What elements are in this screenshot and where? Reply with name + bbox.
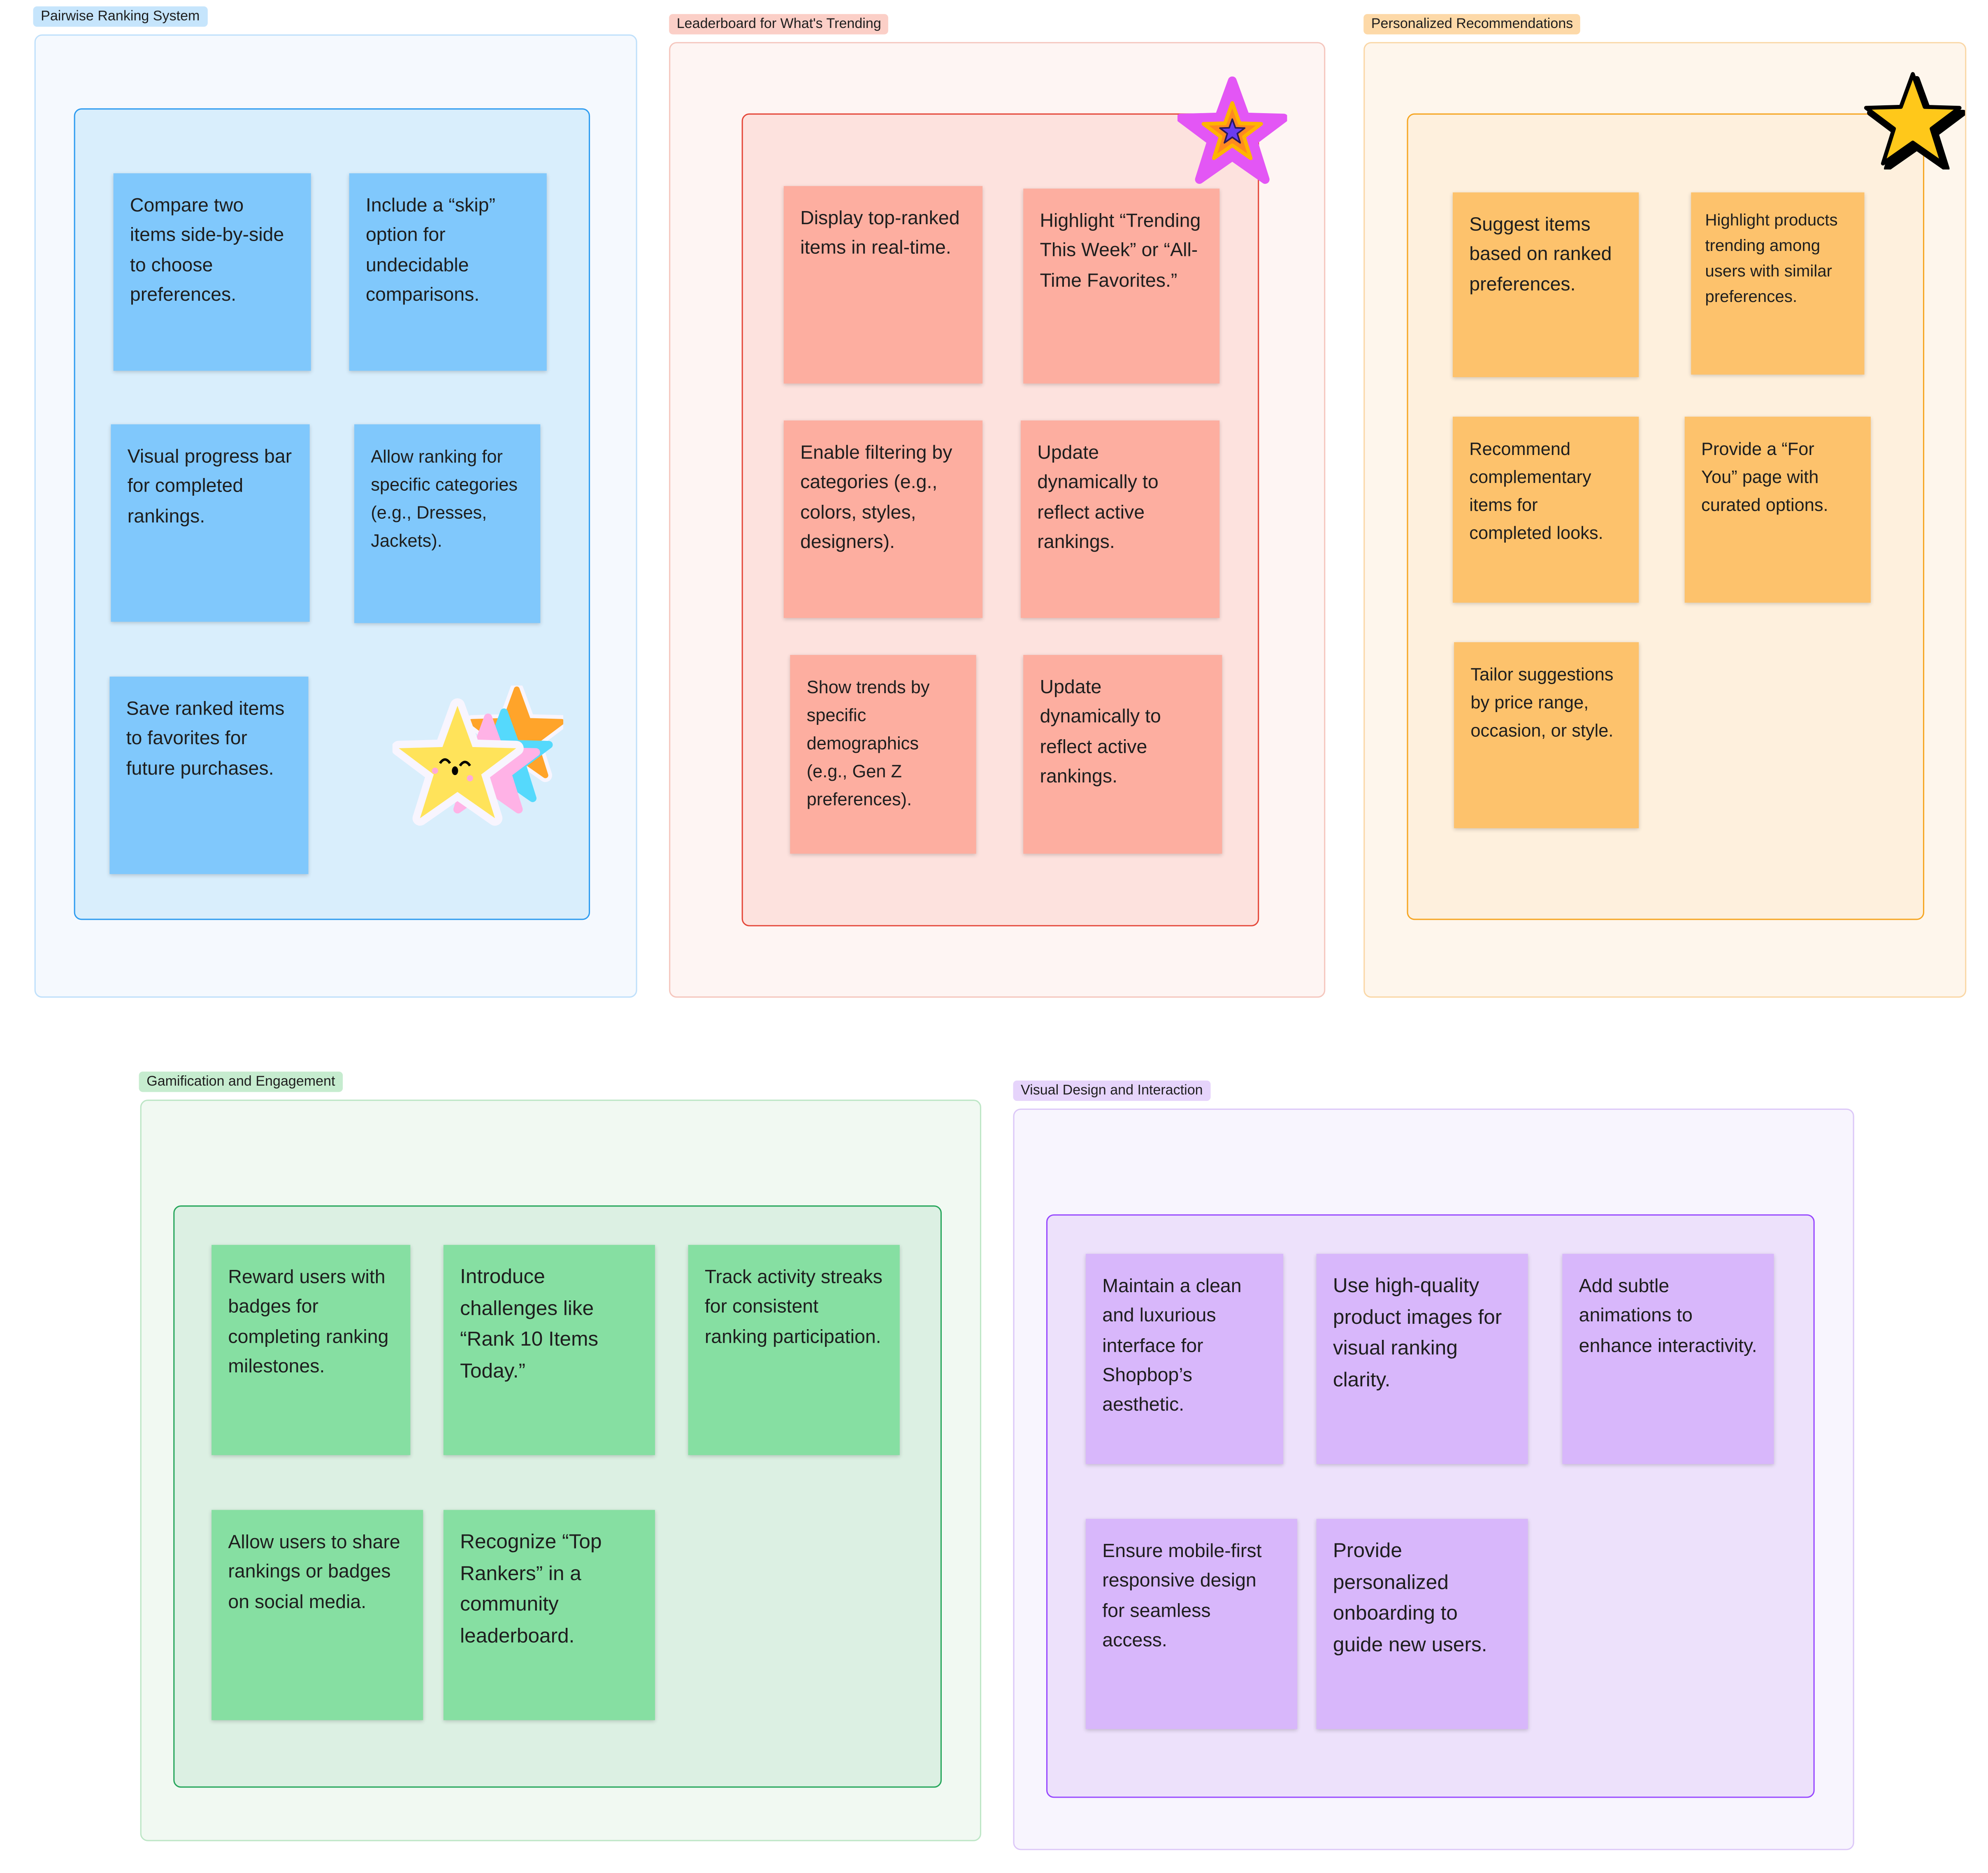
sticky-note[interactable]: Include a “skip” option for undecidable … xyxy=(349,173,547,371)
sticky-note-text: Recommend complementary items for comple… xyxy=(1469,438,1603,543)
sticky-note[interactable]: Update dynamically to reflect active ran… xyxy=(1023,655,1222,854)
sticky-note[interactable]: Recognize “Top Rankers” in a community l… xyxy=(443,1510,655,1720)
sticky-note-text: Enable filtering by categories (e.g., co… xyxy=(800,442,952,553)
sticky-note[interactable]: Highlight “Trending This Week” or “All-T… xyxy=(1023,188,1220,384)
sticky-note-text: Maintain a clean and luxurious interface… xyxy=(1102,1275,1242,1416)
sticky-note[interactable]: Recommend complementary items for comple… xyxy=(1453,416,1639,603)
sticky-note[interactable]: Enable filtering by categories (e.g., co… xyxy=(783,420,983,618)
sticky-note-text: Show trends by specific demographics (e.… xyxy=(806,676,930,809)
sticky-note[interactable]: Highlight products trending among users … xyxy=(1691,192,1865,375)
sticky-note-text: Update dynamically to reflect active ran… xyxy=(1040,676,1161,787)
sticky-note-text: Use high-quality product images for visu… xyxy=(1333,1275,1502,1391)
sticky-note[interactable]: Save ranked items to favorites for futur… xyxy=(109,676,309,874)
sticky-note[interactable]: Allow users to share rankings or badges … xyxy=(211,1510,423,1720)
sticky-note-text: Introduce challenges like “Rank 10 Items… xyxy=(460,1266,599,1382)
sticky-note-text: Tailor suggestions by price range, occas… xyxy=(1470,664,1614,740)
section-label-pairwise[interactable]: Pairwise Ranking System xyxy=(33,6,208,27)
sticky-note-text: Reward users with badges for completing … xyxy=(228,1266,389,1377)
yellow-star-icon[interactable] xyxy=(1860,70,1967,172)
sticky-note[interactable]: Compare two items side-by-side to choose… xyxy=(113,173,311,371)
sticky-note[interactable]: Provide personalized onboarding to guide… xyxy=(1316,1519,1528,1729)
sticky-note-text: Allow users to share rankings or badges … xyxy=(228,1532,400,1613)
sticky-note[interactable]: Provide a “For You” page with curated op… xyxy=(1684,416,1871,603)
sticky-note[interactable]: Tailor suggestions by price range, occas… xyxy=(1454,642,1639,829)
glossy-star-icon[interactable] xyxy=(1176,76,1289,186)
sticky-note[interactable]: Display top-ranked items in real-time. xyxy=(783,186,983,384)
sticky-note-text: Add subtle animations to enhance interac… xyxy=(1579,1275,1757,1357)
sticky-note-text: Ensure mobile-first responsive design fo… xyxy=(1102,1540,1262,1651)
sticky-note-text: Highlight “Trending This Week” or “All-T… xyxy=(1040,210,1201,292)
sticky-note-text: Display top-ranked items in real-time. xyxy=(800,207,960,259)
sticky-note-text: Visual progress bar for completed rankin… xyxy=(127,446,292,527)
sticky-note[interactable]: Show trends by specific demographics (e.… xyxy=(790,655,976,854)
sticky-note-text: Save ranked items to favorites for futur… xyxy=(126,698,285,780)
sticky-note[interactable]: Track activity streaks for consistent ra… xyxy=(688,1245,900,1455)
sticky-note[interactable]: Update dynamically to reflect active ran… xyxy=(1021,420,1220,618)
sticky-note[interactable]: Reward users with badges for completing … xyxy=(211,1245,411,1455)
sticky-note-text: Track activity streaks for consistent ra… xyxy=(704,1266,883,1348)
sticky-note-text: Suggest items based on ranked preference… xyxy=(1469,214,1612,295)
sticky-note[interactable]: Introduce challenges like “Rank 10 Items… xyxy=(443,1245,655,1455)
sticky-note-text: Update dynamically to reflect active ran… xyxy=(1037,442,1159,553)
sticky-note-text: Allow ranking for specific categories (e… xyxy=(371,446,518,551)
sticky-note[interactable]: Maintain a clean and luxurious interface… xyxy=(1085,1253,1284,1464)
sticky-note-text: Recognize “Top Rankers” in a community l… xyxy=(460,1532,602,1647)
sticky-note-text: Highlight products trending among users … xyxy=(1705,210,1838,306)
sticky-note[interactable]: Visual progress bar for completed rankin… xyxy=(111,424,310,622)
section-label-leaderboard[interactable]: Leaderboard for What's Trending xyxy=(669,14,889,35)
sticky-note-text: Provide a “For You” page with curated op… xyxy=(1701,438,1828,515)
sticky-note[interactable]: Add subtle animations to enhance interac… xyxy=(1562,1253,1774,1464)
section-label-visual-design[interactable]: Visual Design and Interaction xyxy=(1013,1080,1211,1101)
sticky-note-text: Include a “skip” option for undecidable … xyxy=(365,195,496,306)
sticky-note[interactable]: Suggest items based on ranked preference… xyxy=(1453,192,1639,377)
sticky-note-text: Compare two items side-by-side to choose… xyxy=(130,195,284,306)
smiling-star-icon[interactable] xyxy=(391,682,569,833)
sticky-note[interactable]: Ensure mobile-first responsive design fo… xyxy=(1085,1519,1298,1729)
sticky-note-text: Provide personalized onboarding to guide… xyxy=(1333,1540,1487,1656)
section-label-personalized[interactable]: Personalized Recommendations xyxy=(1363,14,1581,35)
section-label-gamification[interactable]: Gamification and Engagement xyxy=(139,1071,343,1092)
sticky-note[interactable]: Use high-quality product images for visu… xyxy=(1316,1253,1528,1464)
sticky-note[interactable]: Allow ranking for specific categories (e… xyxy=(354,424,541,623)
